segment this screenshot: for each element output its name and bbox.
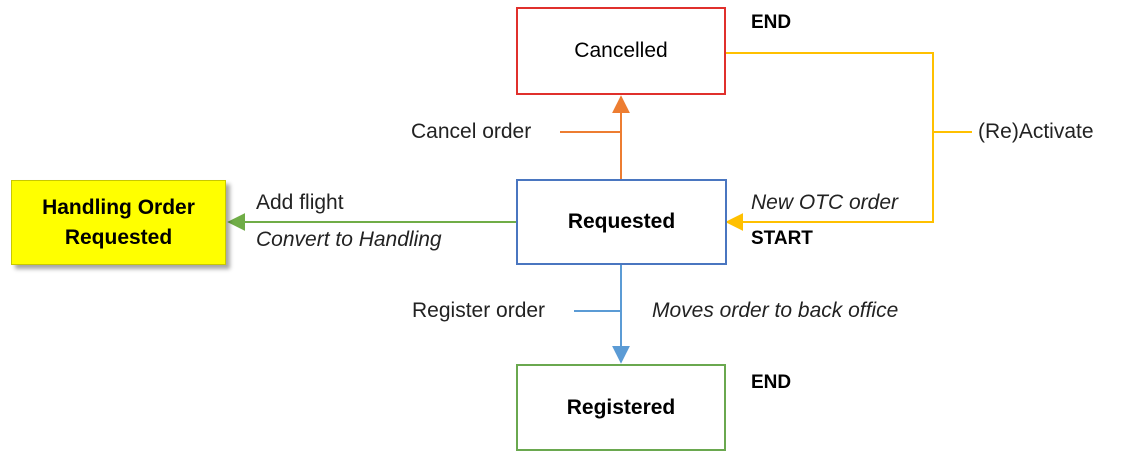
state-registered: Registered xyxy=(516,364,726,451)
cancel-order-label: Cancel order xyxy=(411,120,532,143)
add-flight-label: Add flight xyxy=(256,191,344,214)
state-registered-label: Registered xyxy=(566,395,676,419)
state-requested: Requested xyxy=(516,179,727,265)
state-requested-label: Requested xyxy=(567,210,676,233)
state-handling-label-line2: Requested xyxy=(64,225,173,249)
requested-start-marker: START xyxy=(751,228,813,249)
state-handling-label-line1: Handling Order xyxy=(42,195,195,219)
reactivate-arrow xyxy=(725,52,934,231)
moves-order-label: Moves order to back office xyxy=(652,299,899,322)
state-handling-order-requested: Handling Order Requested xyxy=(11,180,226,265)
state-cancelled-label: Cancelled xyxy=(574,39,668,62)
registered-end-marker: END xyxy=(751,372,792,393)
convert-to-handling-label: Convert to Handling xyxy=(256,228,442,251)
cancelled-end-marker: END xyxy=(751,12,792,33)
state-cancelled: Cancelled xyxy=(516,7,726,95)
new-otc-order-label: New OTC order xyxy=(751,191,899,214)
register-order-label: Register order xyxy=(412,299,546,322)
reactivate-label: (Re)Activate xyxy=(978,120,1094,143)
